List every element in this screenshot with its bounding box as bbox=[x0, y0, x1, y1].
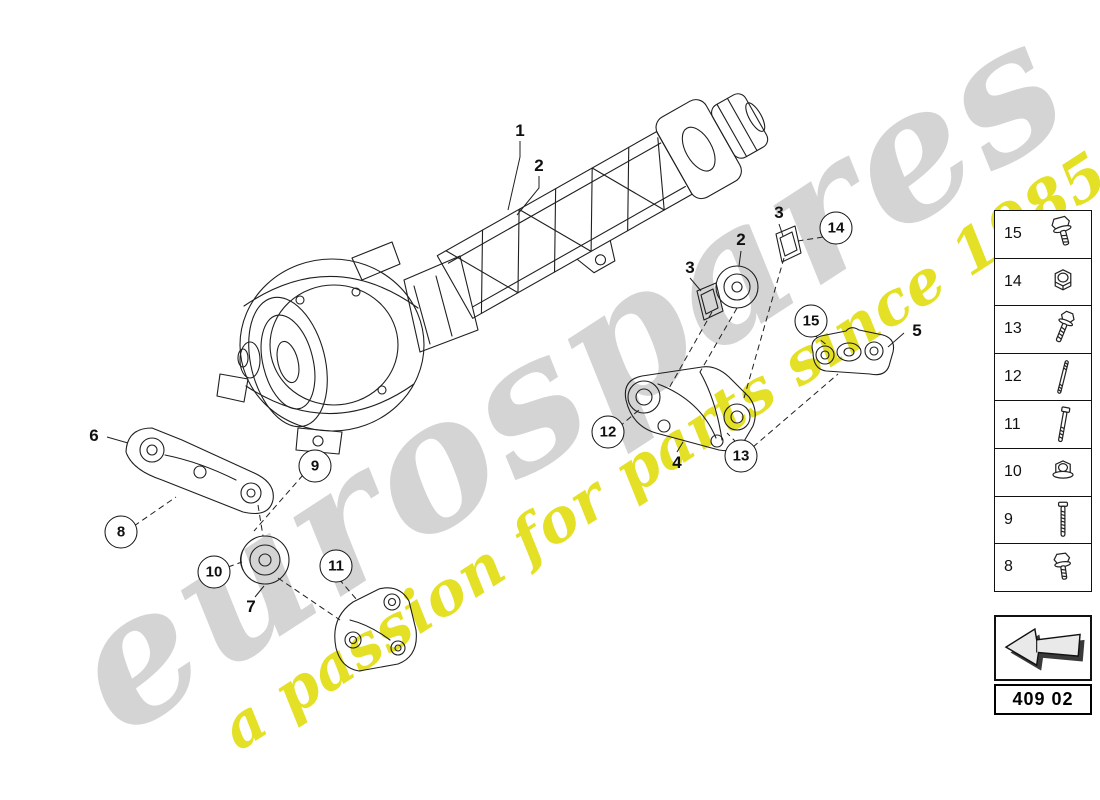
callout-10[interactable]: 10 bbox=[197, 555, 231, 589]
callout-2[interactable]: 2 bbox=[534, 156, 544, 175]
callout-11[interactable]: 11 bbox=[319, 549, 353, 583]
sidebar-item-number: 10 bbox=[1004, 463, 1022, 481]
sidebar-item-number: 12 bbox=[1004, 368, 1022, 386]
sidebar-item-10[interactable]: 10 bbox=[995, 448, 1091, 497]
sidebar-item-15[interactable]: 15 bbox=[995, 211, 1091, 259]
callout-13[interactable]: 13 bbox=[724, 439, 758, 473]
callout-12[interactable]: 12 bbox=[591, 415, 625, 449]
callout-9[interactable]: 9 bbox=[298, 449, 332, 483]
sidebar-item-number: 13 bbox=[1004, 320, 1022, 338]
callout-7[interactable]: 7 bbox=[246, 597, 256, 616]
callout-6[interactable]: 6 bbox=[89, 426, 99, 445]
sidebar-item-8[interactable]: 8 bbox=[995, 544, 1091, 591]
nut-washer-icon bbox=[1048, 262, 1078, 302]
callout-3[interactable]: 3 bbox=[685, 258, 695, 277]
callout-5[interactable]: 5 bbox=[912, 321, 922, 340]
stud-icon bbox=[1048, 357, 1078, 397]
sidebar-item-number: 11 bbox=[1004, 415, 1021, 433]
parts-sidebar: 15 14 13 12 11 10 9 8 409 02 bbox=[994, 210, 1092, 715]
part-group-code: 409 02 bbox=[994, 683, 1092, 715]
bolt-flange-icon bbox=[1048, 214, 1078, 254]
sidebar-item-11[interactable]: 11 bbox=[995, 401, 1091, 449]
callout-4[interactable]: 4 bbox=[672, 453, 682, 472]
hex-bolt-icon bbox=[1048, 309, 1078, 349]
long-bolt-icon bbox=[1048, 405, 1078, 445]
callout-1[interactable]: 1 bbox=[515, 121, 525, 140]
callout-14[interactable]: 14 bbox=[819, 211, 853, 245]
arrow-icon bbox=[1004, 627, 1085, 671]
callout-8[interactable]: 8 bbox=[104, 515, 138, 549]
sidebar-item-number: 14 bbox=[1004, 272, 1022, 290]
diagram-thumbnail[interactable] bbox=[994, 614, 1092, 681]
sidebar-item-number: 8 bbox=[1004, 558, 1013, 576]
sidebar-item-number: 9 bbox=[1004, 510, 1013, 528]
callout-15[interactable]: 15 bbox=[794, 304, 828, 338]
sidebar-list: 15 14 13 12 11 10 9 8 bbox=[994, 210, 1092, 592]
sidebar-item-14[interactable]: 14 bbox=[995, 258, 1091, 307]
callout-2[interactable]: 2 bbox=[736, 230, 746, 249]
callout-3[interactable]: 3 bbox=[774, 203, 784, 222]
sidebar-item-13[interactable]: 13 bbox=[995, 306, 1091, 354]
sidebar-item-number: 15 bbox=[1004, 225, 1022, 243]
sidebar-item-12[interactable]: 12 bbox=[995, 353, 1091, 402]
long-screw-icon bbox=[1048, 500, 1078, 540]
sidebar-item-9[interactable]: 9 bbox=[995, 496, 1091, 545]
flange-nut-icon bbox=[1048, 452, 1078, 492]
short-bolt-icon bbox=[1048, 547, 1078, 587]
